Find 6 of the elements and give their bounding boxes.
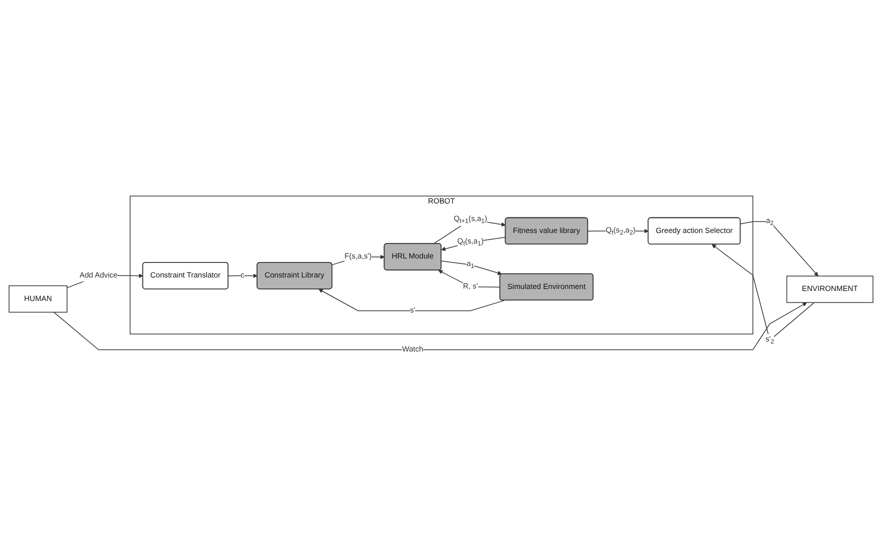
arrow [228,273,258,278]
arrow [740,220,818,276]
arrow [53,302,808,350]
arrow [318,288,505,311]
arrow [438,270,500,288]
arrow [440,260,502,275]
